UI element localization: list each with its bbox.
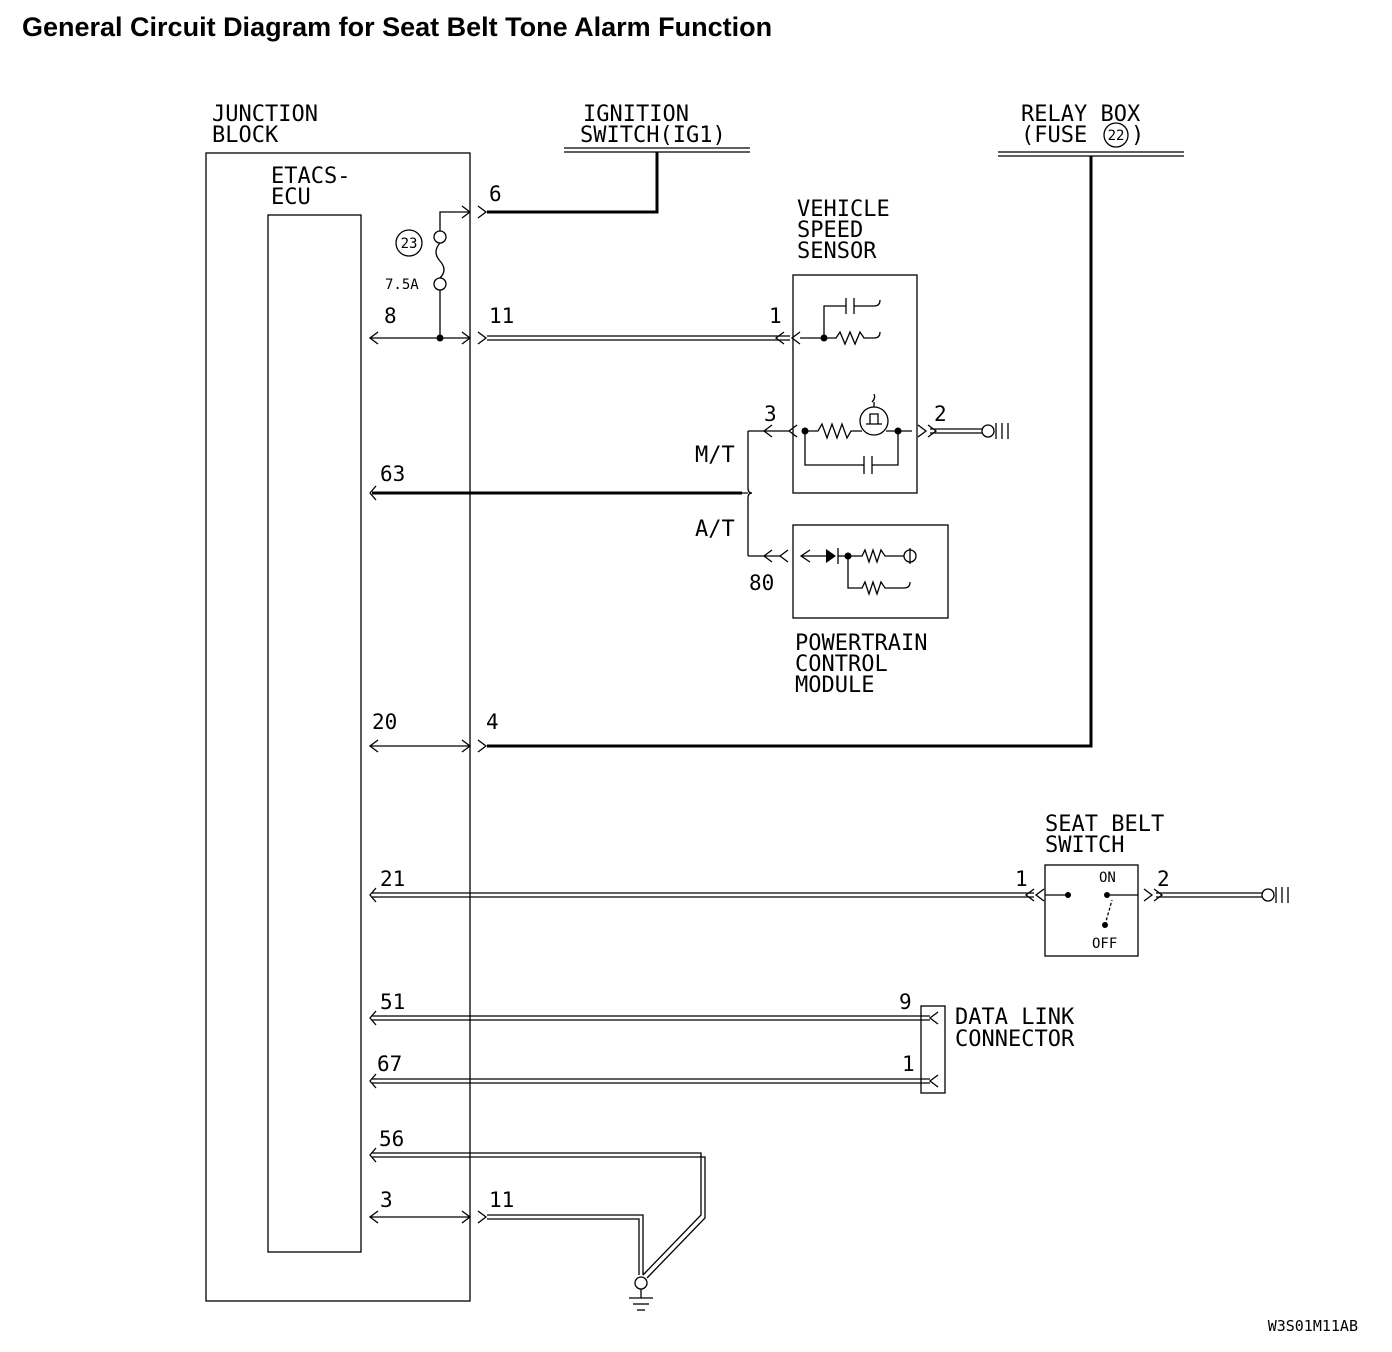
pcm-label-1: POWERTRAIN [795,631,927,656]
ecu-21-wire [369,887,1045,903]
ecu-8-line [368,331,488,345]
ignition-wire [487,152,659,214]
pin-vss-2: 2 [934,402,947,426]
dlc-label-1: DATA LINK [955,1005,1075,1030]
ecu-67-wire [369,1073,930,1089]
ground-symbol [629,1276,653,1311]
pin-vss-3: 3 [764,402,777,426]
etacs-ecu: ETACS- ECU [267,164,362,1253]
pin-jb-11-top: 11 [489,304,514,328]
pin-ecu-8: 8 [384,304,397,328]
junction-block-label-2: BLOCK [212,123,279,148]
ign-connector [439,205,488,231]
jb-11-ground-wire [487,1214,644,1275]
switch-off-label: OFF [1092,936,1117,952]
ignition-switch: IGNITION SWITCH(IG1) [564,102,750,153]
pin-vss-1: 1 [769,304,782,328]
vss-label-3: SENSOR [797,239,877,264]
mt-at-branch [742,430,764,557]
etacs-ecu-label-2: ECU [271,185,311,210]
vss-ground-wire [917,423,1009,439]
pin-pcm-80: 80 [749,571,774,595]
ecu-63-arrow [369,485,377,501]
powertrain-control-module: POWERTRAIN CONTROL MODULE [792,524,949,698]
diagram-title: General Circuit Diagram for Seat Belt To… [22,12,773,42]
sbs-label-2: SWITCH [1045,833,1124,858]
relay-fuse-number: 22 [1108,128,1125,144]
junction-block-label-1: JUNCTION [212,102,318,127]
vehicle-speed-sensor: VEHICLE SPEED SENSOR [792,197,918,494]
pin-ecu-63: 63 [380,462,405,486]
relay-box-label-2: (FUSE [1021,123,1087,148]
pin-ecu-51: 51 [380,990,405,1014]
pin-ecu-21: 21 [380,867,405,891]
vss-pin3-connector [762,424,798,438]
ignition-switch-label-1: IGNITION [583,102,689,127]
fuse-23: 23 7.5A [385,229,447,338]
figure-code: W3S01M11AB [1268,1317,1358,1335]
relay-box: RELAY BOX (FUSE 22 ) [998,102,1184,157]
mt-label: M/T [695,443,735,468]
vss-label-2: SPEED [797,218,863,243]
fuse-rating: 7.5A [385,277,419,293]
ecu-51-wire [369,1010,930,1026]
vss-label-1: VEHICLE [797,197,890,222]
relay-box-label-3: ) [1131,123,1144,148]
pin-sbs-2: 2 [1157,867,1170,891]
fuse-number: 23 [401,236,418,252]
pin-ecu-20: 20 [372,710,397,734]
dlc-label-2: CONNECTOR [955,1027,1075,1052]
seat-belt-switch: SEAT BELT SWITCH ON OFF [1044,812,1164,957]
pin-jb-6: 6 [489,182,502,206]
pcm-label-3: MODULE [795,673,874,698]
pin-jb-11-bottom: 11 [489,1188,514,1212]
junction-block: JUNCTION BLOCK [205,102,471,1302]
pin-ecu-67: 67 [377,1052,402,1076]
pin-jb-4: 4 [486,710,499,734]
sbs-label-1: SEAT BELT [1045,812,1164,837]
relay-box-label-1: RELAY BOX [1021,102,1141,127]
sbs-ground-wire [1143,887,1289,903]
etacs-ecu-label-1: ETACS- [271,164,350,189]
pin-sbs-1: 1 [1015,867,1028,891]
relay-box-wire [487,156,1093,748]
ecu-20-line [368,739,488,753]
pin-ecu-3: 3 [380,1188,393,1212]
pin-dlc-9: 9 [899,990,912,1014]
vss-pin1-wire [487,331,801,345]
pin-dlc-1: 1 [902,1052,915,1076]
at-label: A/T [695,517,735,542]
pin-ecu-56: 56 [379,1127,404,1151]
switch-on-label: ON [1099,870,1116,886]
ecu-3-line [368,1210,488,1224]
ecu-56-wire [369,1147,706,1279]
data-link-connector: DATA LINK CONNECTOR [920,1005,1075,1094]
pcm-80-connector [762,549,789,563]
pcm-label-2: CONTROL [795,652,888,677]
ignition-switch-label-2: SWITCH(IG1) [580,123,726,148]
